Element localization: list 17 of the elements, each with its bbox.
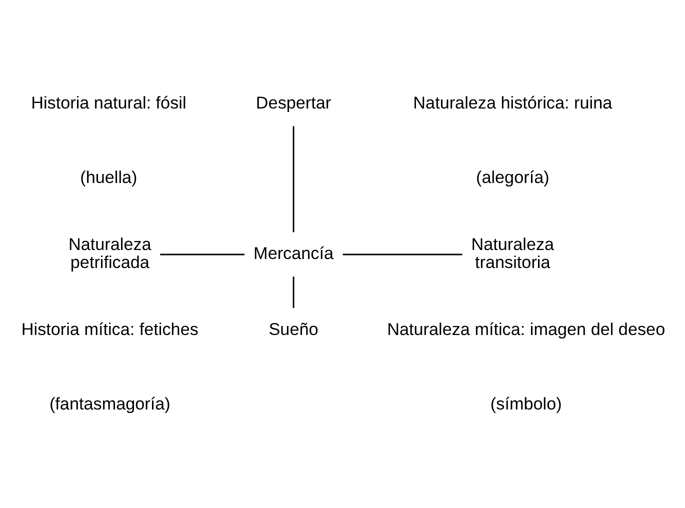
node-text: Naturaleza transitoria bbox=[471, 233, 554, 272]
connector bbox=[292, 276, 294, 308]
label: (alegoría) bbox=[476, 166, 550, 187]
node-text: Mercancía bbox=[254, 242, 334, 263]
label: Naturaleza mítica: imagen del deseo bbox=[387, 318, 666, 338]
node-text: Despertar bbox=[256, 92, 332, 112]
node-text: Naturaleza petrificada bbox=[68, 233, 152, 272]
label: (fantasmagoría) bbox=[49, 393, 170, 414]
connector bbox=[342, 253, 462, 255]
label: Historia mítica: fetiches bbox=[21, 318, 198, 338]
label: Historia natural: fósil bbox=[31, 92, 186, 112]
label: (huella) bbox=[80, 166, 138, 187]
node-text: Sueño bbox=[268, 318, 318, 338]
label: Naturaleza histórica: ruina bbox=[413, 92, 612, 112]
connector bbox=[160, 253, 245, 255]
label: (símbolo) bbox=[490, 393, 562, 414]
connector bbox=[292, 126, 294, 232]
